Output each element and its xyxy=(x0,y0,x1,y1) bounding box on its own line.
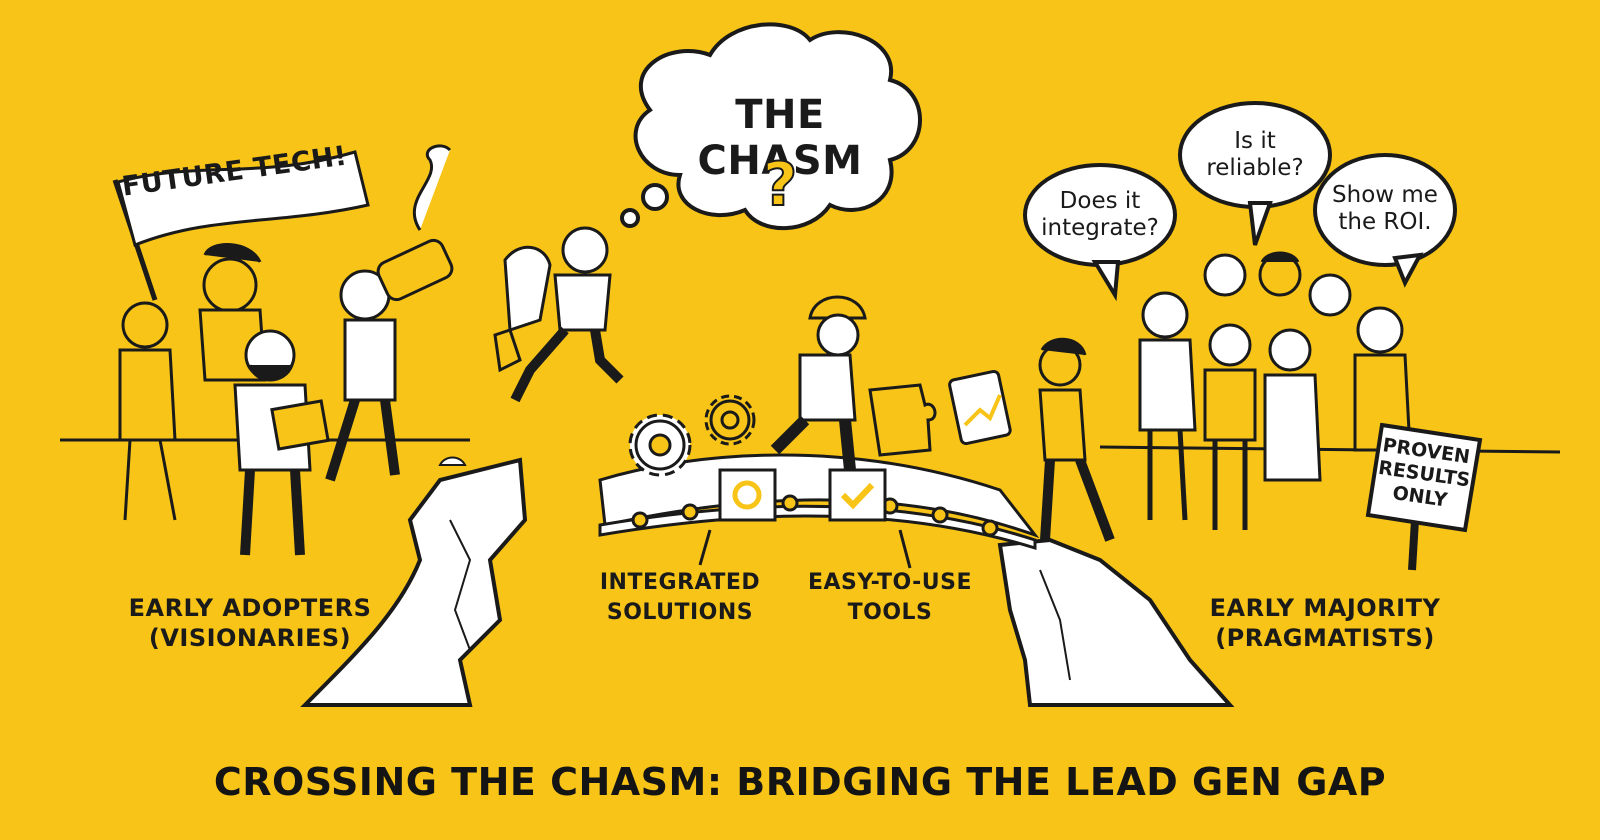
bubble-line: integrate? xyxy=(1041,215,1159,241)
tablet-chart-icon xyxy=(948,337,1115,542)
speech-bubble-integrate: Does it integrate? xyxy=(1030,188,1170,242)
box-refresh-icon xyxy=(718,468,777,522)
bubble-line: reliable? xyxy=(1206,155,1304,181)
callout-lines xyxy=(698,529,912,569)
label-line: (PRAGMATISTS) xyxy=(1215,624,1435,652)
early-majority-group xyxy=(1138,251,1412,530)
bubble-line: Does it xyxy=(1059,188,1141,214)
label-line: SOLUTIONS xyxy=(606,600,754,625)
speech-bubble-reliable: Is it reliable? xyxy=(1185,128,1325,182)
thought-cloud-icon xyxy=(620,22,922,231)
main-title: CROSSING THE CHASM: BRIDGING THE LEAD GE… xyxy=(213,760,1387,804)
label-line: TOOLS xyxy=(847,600,933,625)
label-line: EARLY ADOPTERS xyxy=(128,594,372,622)
easy-to-use-tools-callout: EASY-TO-USE TOOLS xyxy=(800,568,980,628)
rocket-jetpack-icon xyxy=(493,226,624,403)
early-adopters-group xyxy=(118,144,454,556)
gear-small-icon xyxy=(704,394,756,446)
chasm-cloud-title: THE CHASM xyxy=(697,92,863,184)
flag-icon xyxy=(112,150,370,301)
question-mark-icon: ? xyxy=(762,149,799,221)
bubble-line: Is it xyxy=(1234,128,1276,154)
builder-hard-hat xyxy=(770,295,867,471)
label-line: EARLY MAJORITY xyxy=(1209,594,1441,622)
cliff-left-icon xyxy=(300,457,528,707)
gear-icon xyxy=(628,413,692,477)
label-line: (VISIONARIES) xyxy=(148,624,352,652)
cliff-right-icon xyxy=(997,537,1235,707)
early-adopters-label: EARLY ADOPTERS (VISIONARIES) xyxy=(110,593,390,653)
box-check-icon xyxy=(828,468,887,522)
puzzle-piece-icon xyxy=(868,383,937,457)
sign-post-icon xyxy=(1365,422,1483,571)
early-majority-label: EARLY MAJORITY (PRAGMATISTS) xyxy=(1180,593,1470,653)
label-line: INTEGRATED xyxy=(599,570,761,595)
speech-bubble-roi: Show me the ROI. xyxy=(1320,182,1450,236)
landing-dust xyxy=(438,456,467,466)
integrated-solutions-callout: INTEGRATED SOLUTIONS xyxy=(590,568,770,628)
bubble-line: the ROI. xyxy=(1338,209,1432,235)
sign-text: PROVEN RESULTS ONLY xyxy=(1374,434,1473,515)
bubble-line: Show me xyxy=(1332,182,1438,208)
label-line: EASY-TO-USE xyxy=(808,570,972,595)
speech-bubble-shapes xyxy=(1023,101,1457,302)
